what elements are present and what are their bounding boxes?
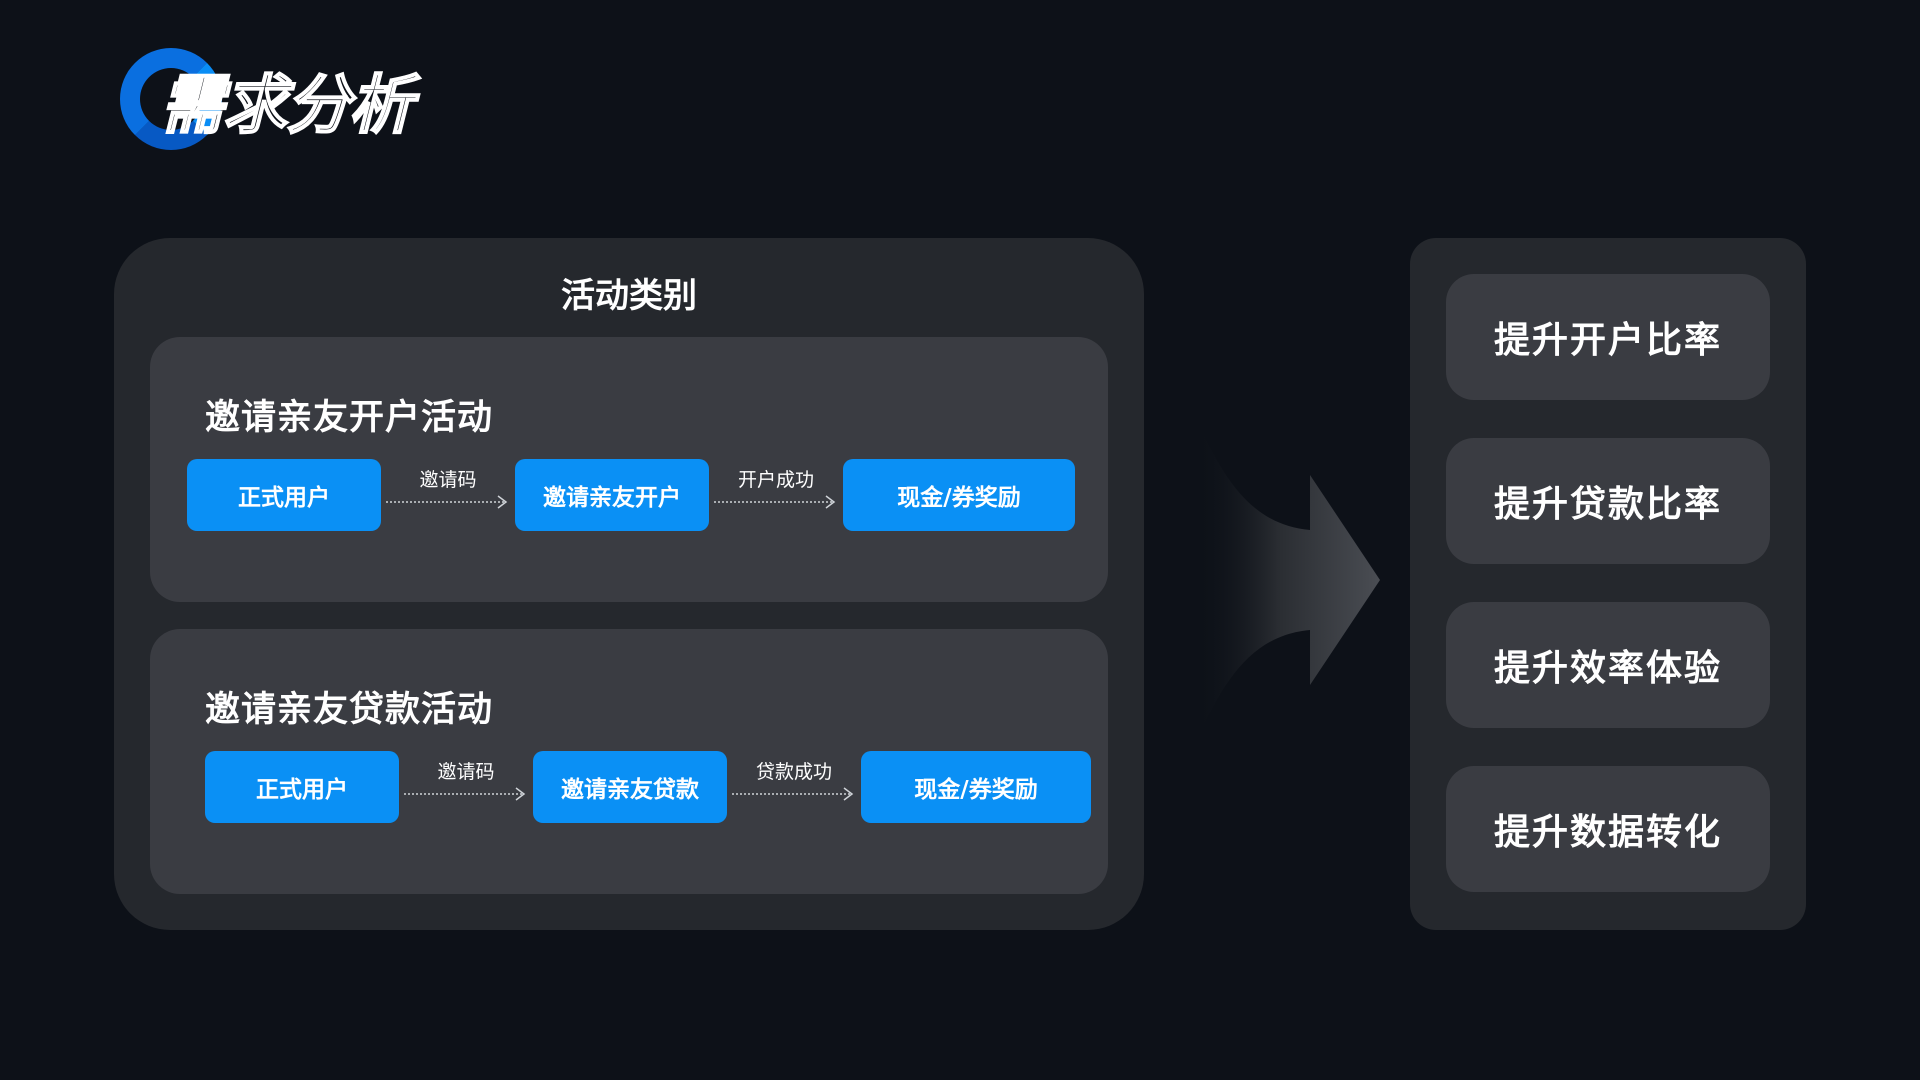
- activity-card-account-opening: 邀请亲友开户活动 正式用户 邀请码 邀请亲友开户 开户成功 现金/券奖励: [150, 337, 1108, 602]
- goal-tile: 提升效率体验: [1446, 602, 1770, 728]
- flow-transition-label: 邀请码: [419, 469, 477, 491]
- goal-tile: 提升贷款比率: [1446, 438, 1770, 564]
- flow-step-regular-user: 正式用户: [187, 459, 381, 531]
- goal-tile: 提升数据转化: [1446, 766, 1770, 892]
- activity-title: 邀请亲友贷款活动: [205, 690, 494, 730]
- flow-step-regular-user: 正式用户: [205, 751, 399, 823]
- flow-transition-label: 贷款成功: [755, 761, 832, 783]
- dotted-arrow-icon: [404, 787, 526, 801]
- panel-heading: 活动类别: [561, 276, 697, 316]
- activity-category-panel: 活动类别 邀请亲友开户活动 正式用户 邀请码 邀请亲友开户 开户成功 现金/券奖…: [114, 238, 1144, 930]
- flow-step-invite-loan: 邀请亲友贷款: [533, 751, 727, 823]
- goals-panel: 提升开户比率 提升贷款比率 提升效率体验 提升数据转化: [1410, 238, 1806, 930]
- merge-arrow-icon: [1195, 415, 1380, 745]
- dotted-arrow-icon: [386, 495, 508, 509]
- page-title: 需求分析: [159, 69, 414, 143]
- dotted-arrow-icon: [714, 495, 836, 509]
- activity-title: 邀请亲友开户活动: [205, 398, 494, 438]
- flow-transition-label: 开户成功: [737, 469, 814, 491]
- dotted-arrow-icon: [732, 787, 854, 801]
- flow-step-invite-open-account: 邀请亲友开户: [515, 459, 709, 531]
- flow-step-reward: 现金/券奖励: [843, 459, 1075, 531]
- goal-tile: 提升开户比率: [1446, 274, 1770, 400]
- activity-card-loan: 邀请亲友贷款活动 正式用户 邀请码 邀请亲友贷款 贷款成功 现金/券奖励: [150, 629, 1108, 894]
- flow-step-reward: 现金/券奖励: [861, 751, 1091, 823]
- flow-transition-label: 邀请码: [437, 761, 495, 783]
